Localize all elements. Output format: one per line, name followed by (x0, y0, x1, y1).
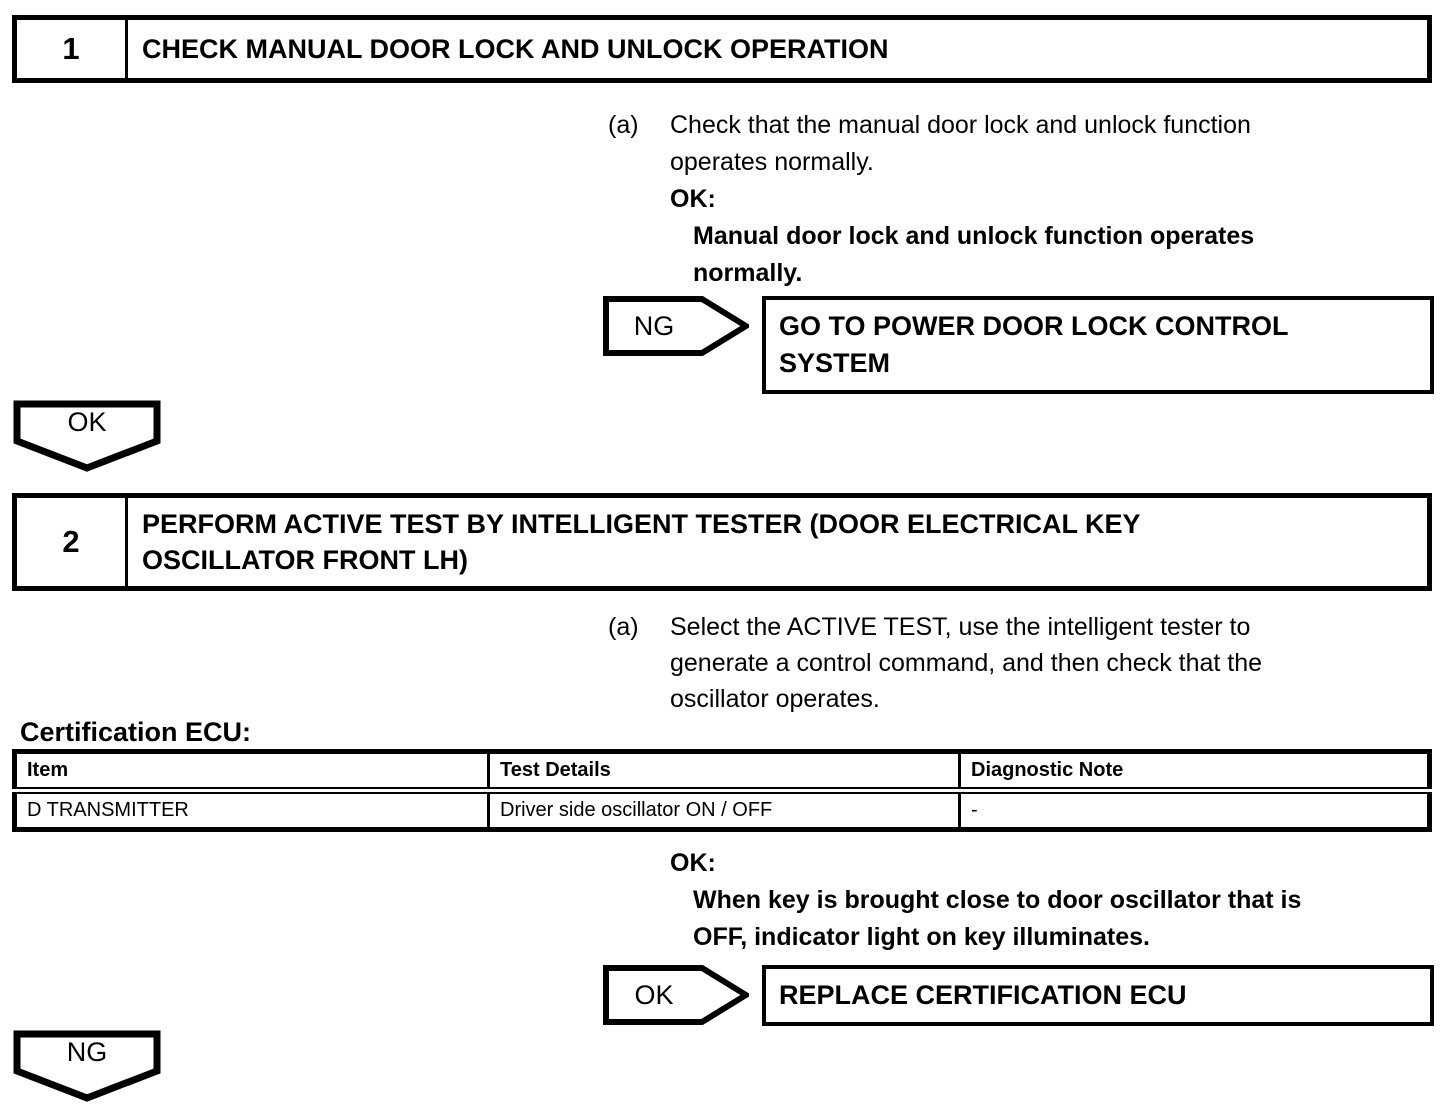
ok-pointer: OK (603, 965, 749, 1025)
step-1-substep-a: (a) Check that the manual door lock and … (608, 107, 1456, 181)
step-1-ng-branch: NG GO TO POWER DOOR LOCK CONTROL SYSTEM (603, 296, 1456, 394)
ok-pointer-label: OK (634, 979, 674, 1010)
step-2-ok-branch: OK REPLACE CERTIFICATION ECU (603, 965, 1456, 1026)
table-header-diagnostic-note: Diagnostic Note (958, 751, 1430, 794)
table-cell-test-details: Driver side oscillator ON / OFF (487, 790, 960, 830)
ng-pointer: NG (603, 296, 749, 356)
table-row: D TRANSMITTER Driver side oscillator ON … (13, 790, 1430, 830)
step-1-header: 1 CHECK MANUAL DOOR LOCK AND UNLOCK OPER… (12, 15, 1432, 83)
step-1-continue-connector: OK (13, 400, 161, 472)
step-1-ok-condition: Manual door lock and unlock function ope… (693, 222, 1255, 287)
step-1-title: CHECK MANUAL DOOR LOCK AND UNLOCK OPERAT… (142, 34, 889, 64)
step-1-ok-heading: OK: (670, 185, 716, 213)
step-2-action-box: REPLACE CERTIFICATION ECU (762, 965, 1434, 1026)
table-header-row: Item Test Details Diagnostic Note (13, 751, 1430, 794)
step-1-number: 1 (17, 20, 128, 78)
substep-a-text: Check that the manual door lock and unlo… (670, 111, 1251, 176)
ng-pointer-label: NG (633, 310, 675, 341)
step-2-substep-a: (a) Select the ACTIVE TEST, use the inte… (608, 609, 1456, 717)
step-2-continue-connector: NG (13, 1030, 161, 1102)
substep-a-label: (a) (608, 111, 639, 139)
down-pentagon-icon (13, 400, 161, 472)
right-pointer-icon (603, 296, 749, 356)
down-pentagon-icon (13, 1030, 161, 1102)
step-1-continue-label: OK (67, 406, 107, 437)
step-2-header: 2 PERFORM ACTIVE TEST BY INTELLIGENT TES… (12, 493, 1432, 591)
step-1-action-box: GO TO POWER DOOR LOCK CONTROL SYSTEM (762, 296, 1434, 394)
diagnostic-table: Item Test Details Diagnostic Note D TRAN… (12, 749, 1432, 832)
step-2-number: 2 (17, 498, 128, 586)
table-cell-diagnostic-note: - (958, 790, 1430, 830)
table-header-item: Item (13, 751, 489, 794)
step-2-continue-label: NG (66, 1036, 108, 1067)
table-header-test-details: Test Details (487, 751, 960, 794)
substep-a-label: (a) (608, 613, 639, 641)
certification-ecu-caption: Certification ECU: (20, 717, 252, 747)
step-2-title: PERFORM ACTIVE TEST BY INTELLIGENT TESTE… (142, 509, 1141, 575)
right-pointer-icon (603, 965, 749, 1025)
substep-a-text: Select the ACTIVE TEST, use the intellig… (670, 613, 1263, 713)
step-2-ok-condition: When key is brought close to door oscill… (693, 886, 1302, 951)
table-cell-item: D TRANSMITTER (13, 790, 489, 830)
step-2-ok-heading: OK: (670, 849, 716, 877)
